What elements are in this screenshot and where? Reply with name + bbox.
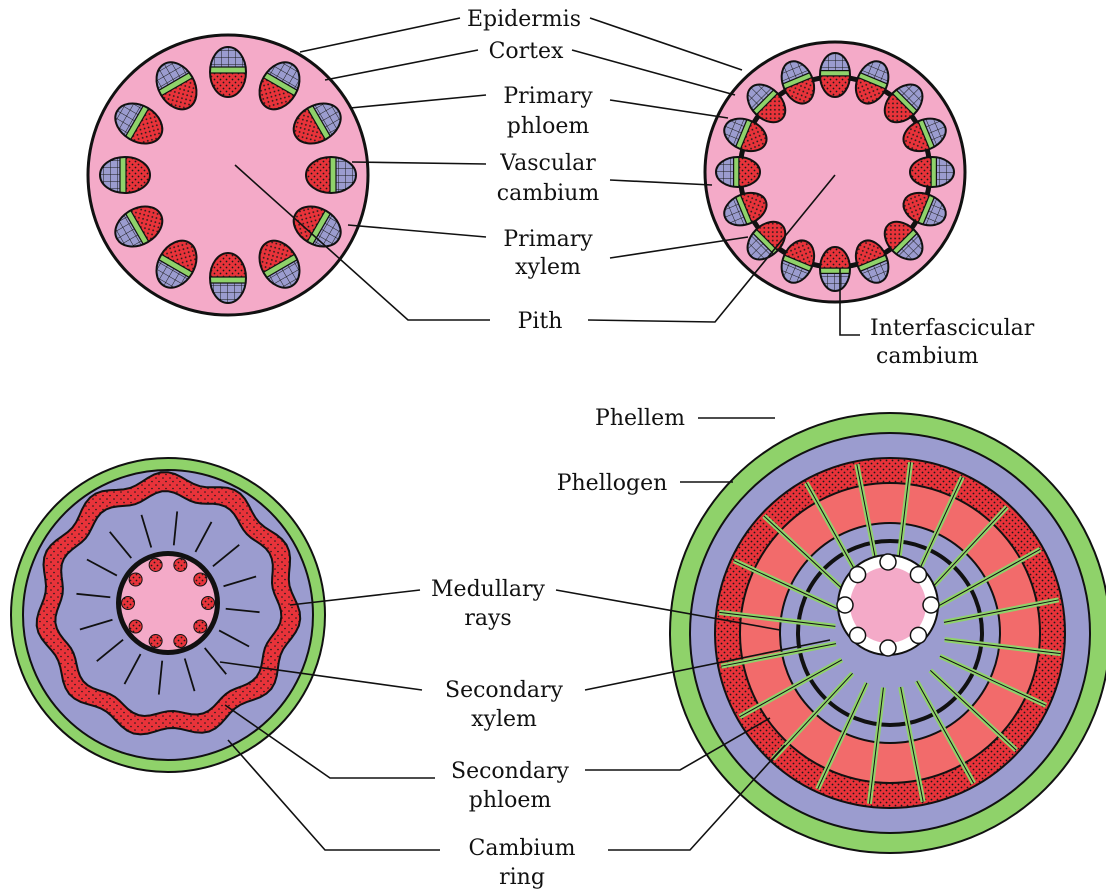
- xylem-small-5: [122, 597, 135, 610]
- xylem-small-0: [202, 597, 215, 610]
- leader-cortex-left: [325, 50, 478, 80]
- xylem-small-6: [129, 573, 142, 586]
- label-primary-xylem-1: Primary: [503, 227, 593, 252]
- label-medullary-1: Medullary: [431, 577, 546, 602]
- d1-bundle-6: [210, 253, 246, 303]
- d2-bundle-12: [716, 157, 760, 187]
- leader-vascular-right: [610, 180, 712, 185]
- xylem-small-7: [149, 558, 162, 571]
- xylem-large-4: [837, 597, 853, 613]
- label-secondary-phloem-2: phloem: [469, 788, 552, 813]
- xylem-large-6: [880, 554, 896, 570]
- xylem-large-7: [910, 567, 926, 583]
- xylem-large-1: [910, 627, 926, 643]
- label-cambium-ring-1: Cambium: [469, 836, 576, 861]
- leader-epidermis-right: [590, 18, 742, 70]
- label-vascular-cambium-1: Vascular: [499, 151, 596, 176]
- leader-vascular-left: [352, 162, 486, 164]
- xylem-small-2: [174, 635, 187, 648]
- xylem-small-1: [194, 620, 207, 633]
- xylem-large-2: [880, 640, 896, 656]
- label-vascular-cambium-2: cambium: [497, 181, 600, 206]
- label-phellem: Phellem: [595, 406, 685, 431]
- label-interfascicular-2: cambium: [876, 344, 979, 369]
- d1-bundle-3: [306, 157, 356, 193]
- label-secondary-phloem-1: Secondary: [451, 759, 570, 784]
- xylem-large-5: [850, 567, 866, 583]
- label-interfascicular-1: Interfascicular: [870, 316, 1035, 341]
- leader-cortex-right: [572, 50, 735, 95]
- label-secondary-xylem-2: xylem: [471, 707, 537, 732]
- d2-bundle-8: [820, 247, 850, 291]
- leader-phloem-left: [350, 95, 486, 108]
- label-medullary-2: rays: [464, 606, 511, 631]
- leader-cambium-left: [228, 740, 440, 850]
- xylem-small-4: [129, 620, 142, 633]
- label-primary-phloem-2: phloem: [507, 114, 590, 139]
- leader-epidermis-left: [300, 18, 460, 52]
- leader-xylem-left: [348, 225, 486, 237]
- leader-phloem-right: [610, 100, 728, 118]
- xylem-large-0: [923, 597, 939, 613]
- primary-stem-section: [88, 35, 368, 315]
- label-secondary-xylem-1: Secondary: [445, 678, 564, 703]
- secondary-stem-section-small: [11, 458, 325, 772]
- label-primary-phloem-1: Primary: [503, 84, 593, 109]
- label-epidermis: Epidermis: [467, 7, 581, 32]
- label-pith: Pith: [518, 309, 563, 334]
- leader-xylem-right: [610, 237, 748, 258]
- xylem-small-8: [174, 558, 187, 571]
- label-primary-xylem-2: xylem: [515, 255, 581, 280]
- pith-small: [121, 556, 215, 650]
- d1-bundle-0: [210, 47, 246, 97]
- d2-bundle-0: [820, 53, 850, 97]
- early-secondary-stem-section: [705, 42, 965, 302]
- label-phellogen: Phellogen: [557, 471, 668, 496]
- label-cortex: Cortex: [489, 39, 564, 64]
- d1-bundle-9: [100, 157, 150, 193]
- xylem-small-3: [149, 635, 162, 648]
- d2-bundle-4: [910, 157, 954, 187]
- secondary-stem-section-large: [670, 413, 1106, 853]
- label-cambium-ring-2: ring: [499, 865, 545, 890]
- xylem-large-3: [850, 627, 866, 643]
- xylem-small-9: [194, 573, 207, 586]
